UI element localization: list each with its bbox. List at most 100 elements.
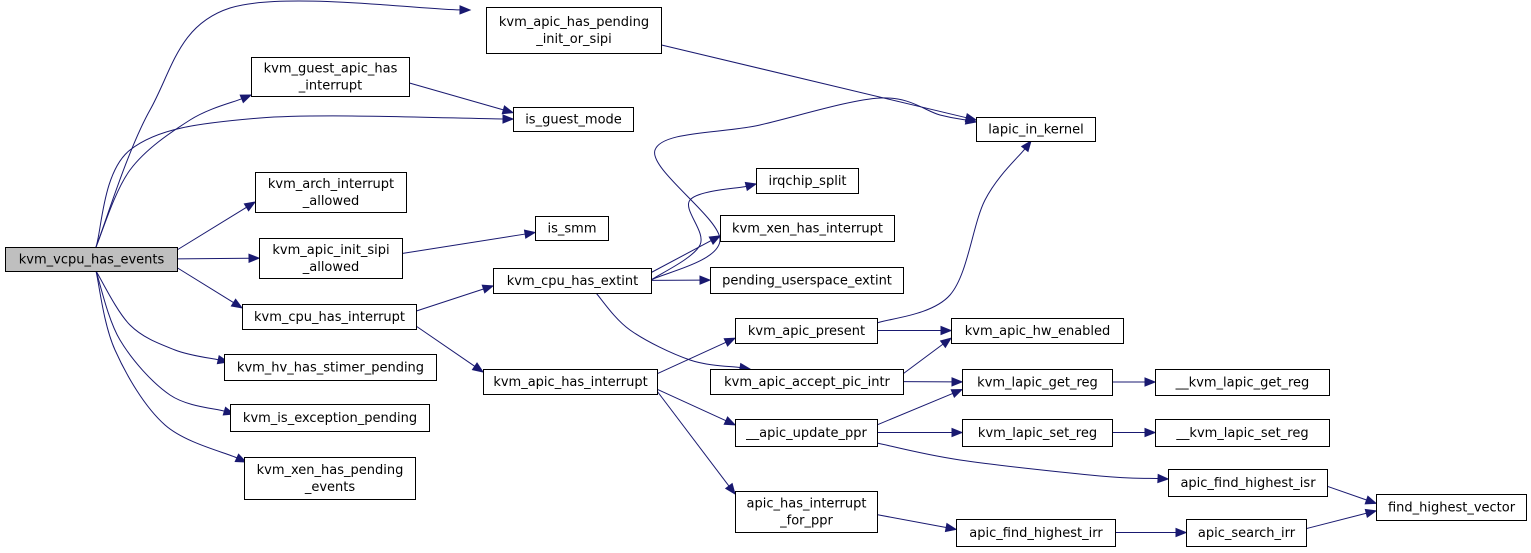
node-label: _allowed — [302, 194, 360, 209]
arrowhead-icon — [1175, 527, 1188, 538]
node-label: kvm_lapic_get_reg — [977, 376, 1098, 391]
node-apic_find_highest_isr[interactable]: apic_find_highest_isr — [1168, 469, 1328, 497]
arrowhead-icon — [939, 337, 953, 349]
node-box — [956, 519, 1116, 547]
node-irqchip_split[interactable]: irqchip_split — [756, 168, 859, 194]
node-is_guest_mode[interactable]: is_guest_mode — [513, 107, 634, 132]
arrowhead-icon — [459, 5, 472, 15]
edge-kvm_guest_apic_has_interrupt-to-is_guest_mode — [408, 82, 515, 115]
arrowhead-icon — [481, 284, 495, 294]
node-box — [486, 7, 662, 54]
node-label: kvm_apic_hw_enabled — [965, 324, 1111, 339]
node-box — [513, 107, 634, 132]
arrowhead-icon — [243, 201, 257, 212]
node-apic_find_highest_irr[interactable]: apic_find_highest_irr — [956, 519, 1116, 547]
node-label: _allowed — [302, 260, 360, 275]
node-box — [735, 491, 878, 533]
node-pending_userspace_extint[interactable]: pending_userspace_extint — [710, 267, 904, 294]
node-kvm_xen_has_interrupt[interactable]: kvm_xen_has_interrupt — [720, 215, 895, 242]
node-box — [483, 369, 658, 395]
node-kvm_apic_init_sipi_allowed[interactable]: kvm_apic_init_sipi_allowed — [259, 238, 403, 279]
arrowhead-icon — [501, 105, 515, 115]
arrowhead-icon — [950, 389, 964, 398]
node-box — [756, 168, 859, 194]
node-kvm_apic_present[interactable]: kvm_apic_present — [735, 318, 878, 344]
node-label: __apic_update_ppr — [745, 426, 867, 441]
node-kvm_lapic_get_reg[interactable]: kvm_lapic_get_reg — [962, 369, 1113, 396]
node-box — [244, 457, 416, 500]
node-kvm_apic_has_interrupt[interactable]: kvm_apic_has_interrupt — [483, 369, 658, 395]
node-label: is_guest_mode — [525, 113, 622, 128]
edge-kvm_cpu_has_interrupt-to-kvm_apic_has_interrupt — [415, 325, 485, 373]
node-__apic_update_ppr[interactable]: __apic_update_ppr — [735, 419, 878, 447]
node-label: kvm_guest_apic_has — [264, 62, 398, 77]
edge-line — [95, 270, 225, 412]
node-box — [259, 238, 403, 279]
edge-line — [656, 390, 730, 487]
edge-kvm_apic_init_sipi_allowed-to-is_smm — [401, 229, 537, 254]
edge-kvm_apic_has_interrupt-to-apic_has_interrupt_for_ppr — [656, 390, 736, 496]
arrowhead-icon — [699, 275, 712, 285]
node-kvm_cpu_has_interrupt[interactable]: kvm_cpu_has_interrupt — [242, 304, 417, 330]
node-box — [230, 404, 430, 432]
edge-line — [1305, 512, 1367, 530]
edge-line — [95, 98, 242, 248]
node-box — [5, 247, 178, 272]
edge-kvm_apic_has_interrupt-to-kvm_apic_present — [656, 337, 737, 375]
node-kvm_apic_has_pending_init_or_sipi[interactable]: kvm_apic_has_pending_init_or_sipi — [486, 7, 662, 54]
node-box — [1155, 369, 1330, 396]
edge-kvm_vcpu_has_events-to-kvm_apic_init_sipi_allowed — [176, 253, 261, 263]
node-box — [535, 216, 609, 241]
node-label: kvm_arch_interrupt — [268, 177, 394, 192]
edge-line — [415, 288, 484, 312]
node-apic_has_interrupt_for_ppr[interactable]: apic_has_interrupt _for_ppr — [735, 491, 878, 533]
node-apic_search_irr[interactable]: apic_search_irr — [1186, 519, 1307, 547]
edge-line — [1326, 485, 1367, 501]
node-box — [962, 369, 1113, 396]
node-find_highest_vector[interactable]: find_highest_vector — [1376, 494, 1527, 521]
edge-line — [415, 325, 476, 367]
node-box — [1168, 469, 1328, 497]
edge-line — [401, 233, 526, 254]
arrowhead-icon — [239, 94, 253, 104]
arrowhead-icon — [1157, 473, 1170, 484]
edge-apic_search_irr-to-find_highest_vector — [1305, 508, 1378, 530]
edge-kvm_apic_has_interrupt-to-__apic_update_ppr — [656, 388, 737, 426]
node-box — [1186, 519, 1307, 547]
edge-__apic_update_ppr-to-kvm_lapic_get_reg — [876, 389, 964, 426]
edge-line — [95, 0, 461, 248]
node-kvm_hv_has_stimer_pending[interactable]: kvm_hv_has_stimer_pending — [224, 354, 437, 381]
arrowhead-icon — [1364, 508, 1378, 519]
edge-kvm_vcpu_has_events-to-is_guest_mode — [95, 114, 515, 248]
edge-line — [876, 392, 953, 426]
node-kvm_vcpu_has_events[interactable]: kvm_vcpu_has_events — [5, 247, 178, 272]
node-__kvm_lapic_get_reg[interactable]: __kvm_lapic_get_reg — [1155, 369, 1330, 396]
edge-line — [876, 514, 947, 529]
node-label: _for_ppr — [779, 514, 833, 529]
edge-line — [650, 185, 747, 281]
edge-kvm_cpu_has_extint-to-pending_userspace_extint — [650, 275, 712, 285]
edge-kvm_vcpu_has_events-to-kvm_is_exception_pending — [95, 270, 236, 416]
node-kvm_xen_has_pending_events[interactable]: kvm_xen_has_pending_events — [244, 457, 416, 500]
arrowhead-icon — [502, 114, 515, 124]
node-is_smm[interactable]: is_smm — [535, 216, 609, 241]
node-lapic_in_kernel[interactable]: lapic_in_kernel — [976, 117, 1096, 142]
node-kvm_cpu_has_extint[interactable]: kvm_cpu_has_extint — [493, 268, 652, 294]
arrowhead-icon — [944, 522, 958, 533]
arrowhead-icon — [744, 181, 758, 192]
node-kvm_arch_interrupt_allowed[interactable]: kvm_arch_interrupt _allowed — [255, 172, 407, 213]
node-label: apic_has_interrupt — [747, 497, 867, 512]
edge-line — [902, 343, 944, 375]
arrowhead-icon — [234, 453, 248, 463]
node-kvm_apic_accept_pic_intr[interactable]: kvm_apic_accept_pic_intr — [710, 369, 904, 395]
node-kvm_apic_hw_enabled[interactable]: kvm_apic_hw_enabled — [951, 318, 1124, 344]
node-kvm_is_exception_pending[interactable]: kvm_is_exception_pending — [230, 404, 430, 432]
node-__kvm_lapic_set_reg[interactable]: __kvm_lapic_set_reg — [1155, 419, 1330, 447]
edge-__apic_update_ppr-to-apic_find_highest_isr — [876, 442, 1170, 484]
edge-kvm_vcpu_has_events-to-kvm_arch_interrupt_allowed — [176, 201, 257, 251]
edge-kvm_apic_present-to-kvm_apic_hw_enabled — [877, 325, 953, 336]
node-kvm_lapic_set_reg[interactable]: kvm_lapic_set_reg — [962, 419, 1113, 447]
edge-kvm_cpu_has_interrupt-to-kvm_cpu_has_extint — [415, 284, 495, 312]
node-kvm_guest_apic_has_interrupt[interactable]: kvm_guest_apic_has_interrupt — [251, 57, 410, 97]
node-label: kvm_cpu_has_interrupt — [254, 310, 405, 325]
